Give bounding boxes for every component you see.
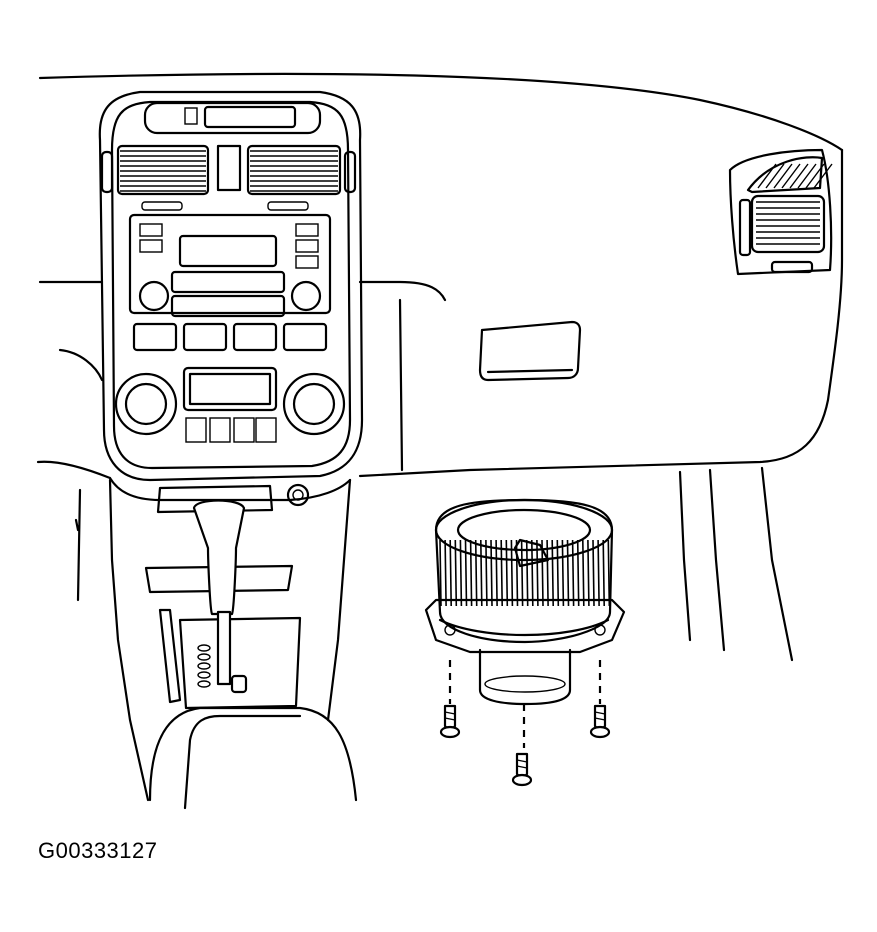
- mounting-screw-right: [589, 704, 611, 739]
- detail-line: [525, 539, 529, 607]
- gear-position-mark: [197, 680, 211, 688]
- detail-line: [797, 163, 817, 189]
- detail-line: [813, 163, 833, 189]
- mounting-screws: [439, 660, 611, 787]
- detail-line: [757, 163, 777, 189]
- gear-position-mark: [197, 671, 211, 679]
- detail-line: [474, 539, 478, 607]
- gear-position-mark: [197, 662, 211, 670]
- detail-line: [576, 539, 580, 607]
- kick-panel: [398, 298, 794, 662]
- gear-shifter: [192, 499, 248, 694]
- detail-line: [773, 163, 793, 189]
- detail-line: [459, 539, 463, 607]
- detail-line: [781, 163, 801, 189]
- detail-line: [587, 539, 590, 607]
- detail-line: [439, 539, 442, 607]
- detail-line: [805, 163, 825, 189]
- detail-line: [444, 539, 447, 607]
- detail-line: [469, 539, 473, 607]
- detail-line: [561, 539, 565, 607]
- center-console: [74, 476, 358, 810]
- detail-line: [571, 539, 575, 607]
- detail-line: [480, 539, 483, 607]
- detail-line: [495, 539, 498, 607]
- mounting-screw-center: [511, 752, 533, 787]
- detail-line: [597, 539, 600, 607]
- detail-line: [490, 539, 493, 607]
- detail-line: [556, 539, 560, 607]
- blower-motor: [424, 498, 626, 706]
- detail-line: [551, 539, 554, 607]
- center-stack: [98, 90, 364, 482]
- figure-caption-id: G00333127: [38, 838, 158, 863]
- detail-line: [765, 163, 785, 189]
- gear-position-mark: [197, 644, 211, 652]
- gear-position-mark: [197, 653, 211, 661]
- detail-line: [510, 539, 514, 607]
- detail-line: [789, 163, 809, 189]
- dashboard-outline: [36, 72, 844, 480]
- detail-line: [464, 539, 468, 607]
- detail-line: [520, 539, 524, 607]
- detail-line: [602, 539, 605, 607]
- detail-line: [454, 539, 458, 607]
- detail-line: [485, 539, 488, 607]
- detail-line: [546, 539, 549, 607]
- detail-line: [505, 539, 509, 607]
- detail-line: [449, 539, 452, 607]
- side-air-vent: [728, 148, 833, 276]
- detail-line: [536, 539, 539, 607]
- detail-line: [592, 539, 595, 607]
- glove-box-handle: [478, 320, 582, 382]
- detail-line: [566, 539, 570, 607]
- detail-line: [607, 539, 611, 607]
- detail-line: [531, 539, 534, 607]
- mounting-screw-left: [439, 704, 461, 739]
- detail-line: [582, 539, 585, 607]
- detail-line: [500, 539, 503, 607]
